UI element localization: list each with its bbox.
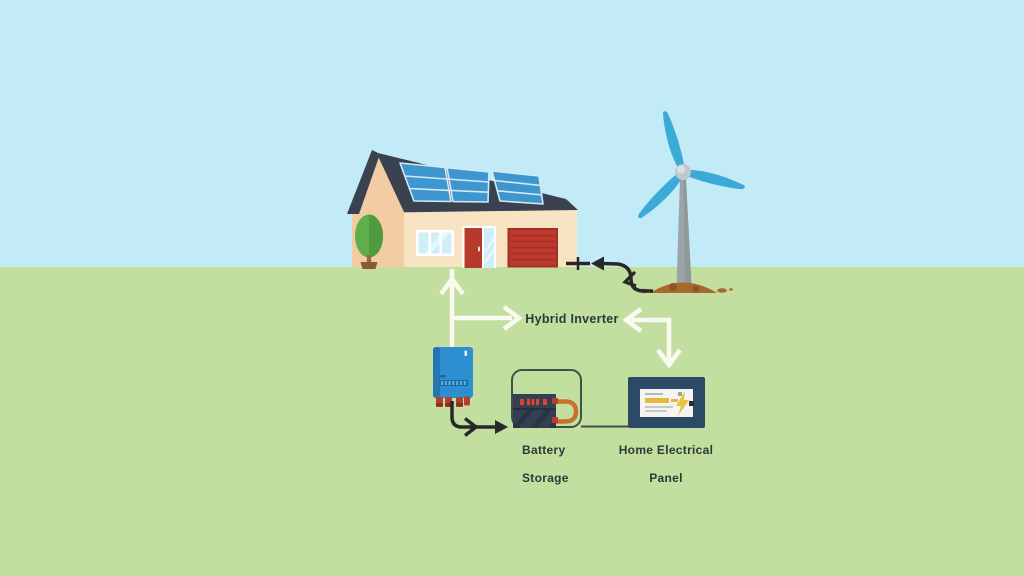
- battery-storage-label-line1: Battery: [522, 443, 566, 457]
- inverter-display-segments: [441, 381, 466, 385]
- arrow-turbine-to-panel: [627, 317, 672, 361]
- lightning-bolt-icon: [676, 391, 689, 416]
- arrowhead-left: [622, 307, 643, 333]
- inverter-terminals: [436, 396, 470, 407]
- door-handle: [478, 246, 480, 252]
- dirt-mound: [639, 282, 733, 294]
- turbine-blades: [638, 111, 745, 219]
- arrowhead-down: [656, 348, 682, 369]
- tree-icon: [355, 214, 383, 269]
- front-door: [462, 226, 496, 268]
- battery-handle: [556, 399, 579, 424]
- window: [416, 230, 454, 256]
- hybrid-inverter-label: Hybrid Inverter: [525, 312, 619, 326]
- inverter-to-battery-arrow: [450, 401, 508, 437]
- electrical-panel-icon: [628, 377, 705, 428]
- turbine-to-house-arrow: [566, 256, 653, 293]
- solar-panel-rows: [404, 175, 542, 196]
- arrowhead-right: [502, 305, 523, 331]
- garage-door: [507, 228, 558, 268]
- electrical-panel-label-line1: Home Electrical: [618, 443, 714, 457]
- battery-display: [520, 399, 547, 405]
- battery-storage-icon: [511, 369, 629, 428]
- solar-panel-array: [399, 162, 544, 205]
- battery-storage-label-line2: Storage: [522, 471, 569, 485]
- white-flow-arrows: [439, 269, 682, 369]
- solar-panel-icon: [491, 170, 544, 205]
- battery-storage-label: Battery Storage: [522, 429, 602, 499]
- panel-switch: [689, 401, 694, 406]
- wind-turbine-icon: [638, 111, 745, 294]
- inverter-unit-icon: [433, 347, 473, 407]
- electrical-panel-label: Home Electrical Panel: [616, 429, 716, 499]
- solar-panel-icon: [446, 166, 490, 203]
- house: [347, 150, 578, 269]
- roof-left-slope: [347, 150, 380, 214]
- arrowhead-up: [439, 275, 465, 296]
- electrical-panel-label-line2: Panel: [649, 471, 683, 485]
